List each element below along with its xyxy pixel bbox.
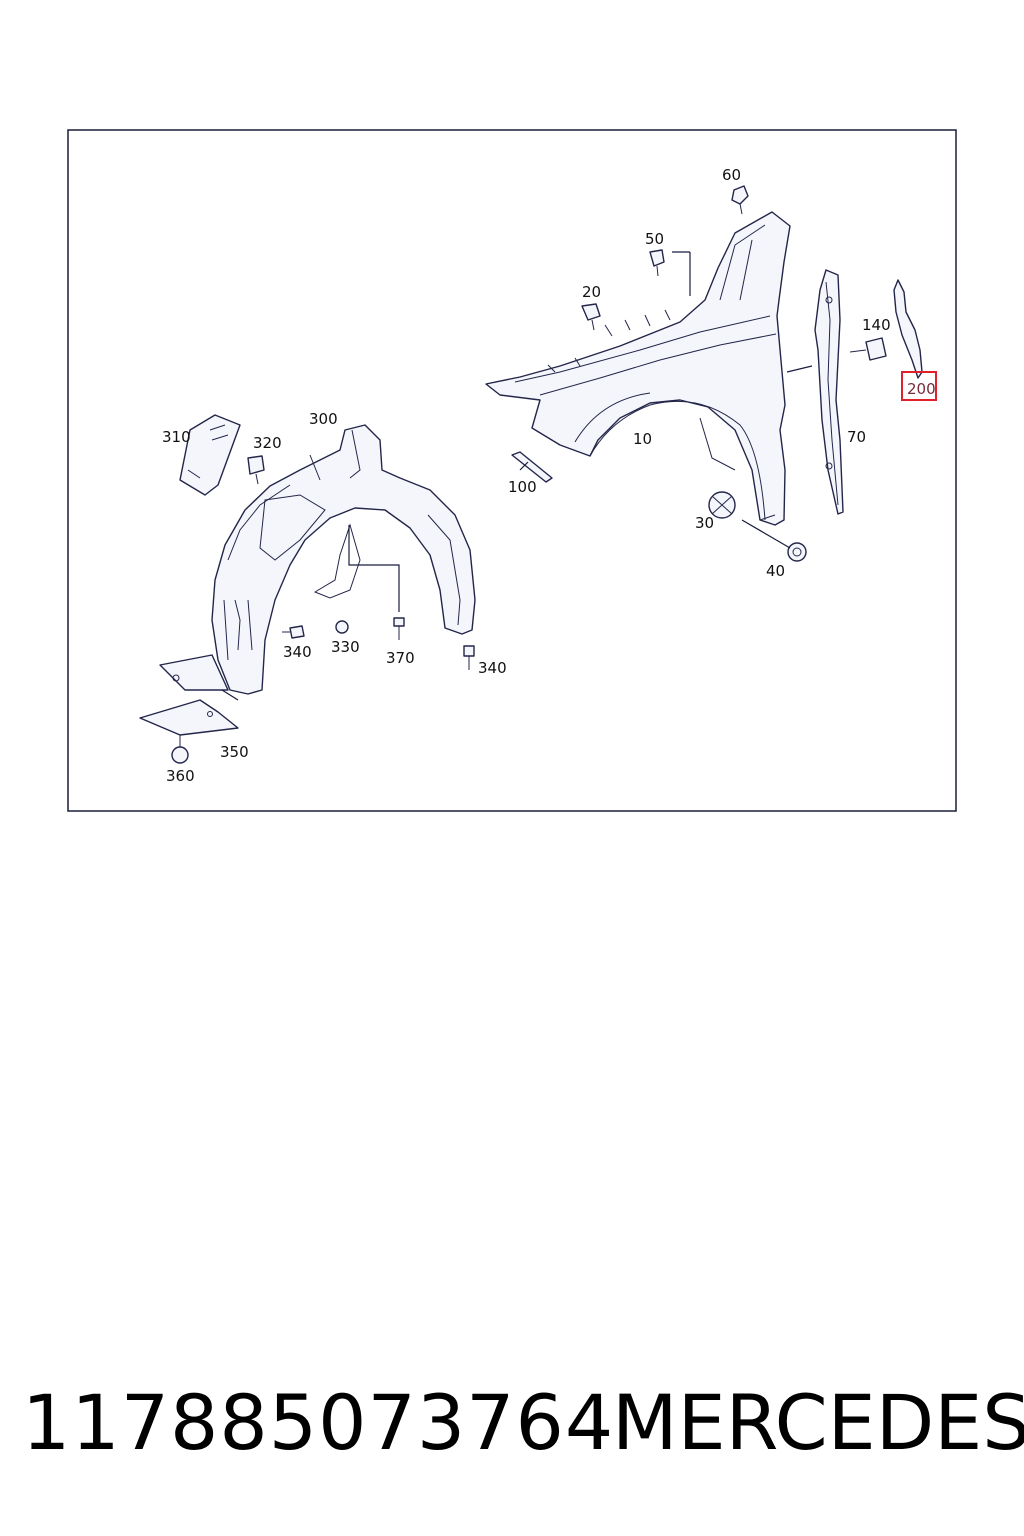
nut-330-icon — [335, 620, 349, 634]
callout-370: 370 — [386, 649, 415, 667]
clip-30-icon — [708, 491, 736, 519]
nut-40-icon — [787, 542, 807, 562]
callout-300: 300 — [309, 410, 338, 428]
callout-320: 320 — [253, 434, 282, 452]
callout-340-right: 340 — [478, 659, 507, 677]
clip-320-icon — [247, 455, 265, 485]
callout-70: 70 — [847, 428, 866, 446]
callout-360: 360 — [166, 767, 195, 785]
pad-part — [893, 279, 923, 379]
blade-100-icon — [511, 451, 553, 483]
leader-lines — [221, 251, 813, 701]
footer: 117885073764 MERCEDES — [0, 1378, 1024, 1468]
fastener-50-icon — [649, 249, 665, 277]
callout-330: 330 — [331, 638, 360, 656]
bolt-370-icon — [393, 617, 405, 640]
callout-40: 40 — [766, 562, 785, 580]
callout-100: 100 — [508, 478, 537, 496]
part-number: 117885073764 — [22, 1378, 615, 1467]
wheel-liner-part — [139, 424, 476, 736]
fender-part — [485, 211, 791, 526]
callout-50: 50 — [645, 230, 664, 248]
callout-340-left: 340 — [283, 643, 312, 661]
callout-140: 140 — [862, 316, 891, 334]
screw-340b-icon — [463, 645, 475, 670]
callout-30: 30 — [695, 514, 714, 532]
brand-name: MERCEDES — [612, 1378, 1024, 1467]
fastener-60-icon — [731, 185, 749, 215]
callout-10: 10 — [633, 430, 652, 448]
bracket-part — [179, 414, 241, 496]
callout-200: 200 — [907, 380, 936, 398]
screw-360-icon — [171, 735, 189, 764]
callout-20: 20 — [582, 283, 601, 301]
callout-350: 350 — [220, 743, 249, 761]
fastener-20-icon — [581, 303, 601, 331]
seal-strip-part — [814, 269, 844, 515]
callout-60: 60 — [722, 166, 741, 184]
callout-310: 310 — [162, 428, 191, 446]
screw-340a-icon — [282, 625, 305, 639]
highlight-box-200 — [901, 371, 937, 401]
diagram-frame — [67, 129, 957, 812]
screw-140-icon — [849, 337, 887, 361]
